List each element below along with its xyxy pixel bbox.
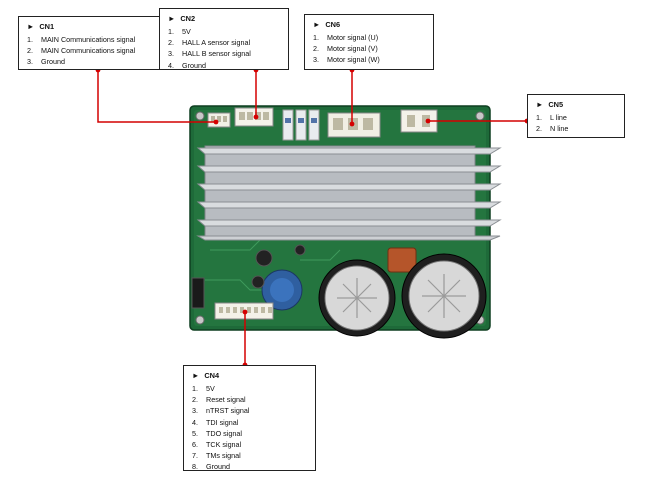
pointer-icon: ► [168, 14, 176, 23]
cn2-title: CN2 [180, 14, 196, 23]
white-resistors [282, 109, 320, 141]
leader-lines [97, 70, 527, 365]
list-item: 2.N line [536, 124, 569, 134]
cn4-list: 1.5V 2.Reset signal 3.nTRST signal 4.TDI… [192, 383, 309, 473]
cn1-list: 1.MAIN Communications signal 2.MAIN Comm… [27, 34, 157, 68]
cn6-callout: ► CN6 1.Motor signal (U) 2.Motor signal (… [304, 14, 434, 70]
small-capacitors [251, 244, 306, 289]
pointer-icon: ► [313, 20, 321, 29]
cn4-callout: ► CN4 1.5V 2.Reset signal 3.nTRST signal … [183, 365, 316, 471]
list-item: 1.Motor signal (U) [313, 33, 379, 42]
list-item: 3.HALL B sensor signal [168, 49, 251, 59]
list-item: 3.Motor signal (W) [313, 55, 380, 65]
cn1-title: CN1 [39, 22, 55, 31]
cn1-callout: ► CN1 1.MAIN Communications signal 2.MAIN… [18, 16, 164, 70]
list-item: 4.TDI signal [192, 417, 239, 427]
list-item: 1.5V [192, 384, 215, 393]
list-item: 1.L line [536, 113, 567, 122]
cn2-board-endpoint [253, 114, 259, 120]
large-capacitor-left [318, 259, 396, 337]
large-capacitor-right [401, 253, 487, 339]
list-item: 8.Ground [192, 462, 230, 472]
cn5-board-endpoint [425, 118, 431, 124]
cn4-title: CN4 [204, 371, 220, 380]
cn6-list: 1.Motor signal (U) 2.Motor signal (V) 3.… [313, 32, 427, 66]
list-item: 4.Ground [168, 60, 206, 70]
film-capacitor [387, 247, 417, 273]
cn5-title: CN5 [548, 100, 564, 109]
list-item: 2.MAIN Communications signal [27, 46, 136, 56]
list-item: 3.Ground [27, 57, 65, 67]
cn1-board-endpoint [213, 119, 219, 125]
cn4-title-row: ► CN4 [192, 371, 309, 380]
list-item: 1.MAIN Communications signal [27, 35, 136, 44]
cn1-title-row: ► CN1 [27, 22, 157, 31]
cn4-board-endpoint [242, 309, 248, 315]
list-item: 7.TMs signal [192, 451, 241, 461]
list-item: 2.HALL A sensor signal [168, 38, 251, 48]
cn6-board-endpoint [349, 121, 355, 127]
blue-capacitor [261, 269, 303, 311]
pointer-icon: ► [536, 100, 544, 109]
cn6-title-row: ► CN6 [313, 20, 427, 29]
list-item: 5.TDO signal [192, 428, 242, 438]
cn2-title-row: ► CN2 [168, 14, 282, 23]
cn2-list: 1.5V 2.HALL A sensor signal 3.HALL B sen… [168, 26, 282, 71]
pointer-icon: ► [27, 22, 35, 31]
list-item: 3.nTRST signal [192, 406, 250, 416]
cn5-title-row: ► CN5 [536, 100, 618, 109]
cn5-list: 1.L line 2.N line [536, 112, 618, 134]
pointer-icon: ► [192, 371, 200, 380]
cn1-connector [207, 112, 231, 128]
cn1-leader-line [97, 70, 216, 123]
cn5-callout: ► CN5 1.L line 2.N line [527, 94, 625, 138]
heatsink [196, 145, 502, 241]
list-item: 1.5V [168, 27, 191, 36]
cn6-title: CN6 [325, 20, 341, 29]
cn2-callout: ► CN2 1.5V 2.HALL A sensor signal 3.HALL … [159, 8, 289, 70]
list-item: 6.TCK signal [192, 440, 242, 450]
list-item: 2.Reset signal [192, 395, 246, 405]
side-connector [191, 277, 205, 309]
list-item: 2.Motor signal (V) [313, 44, 378, 54]
